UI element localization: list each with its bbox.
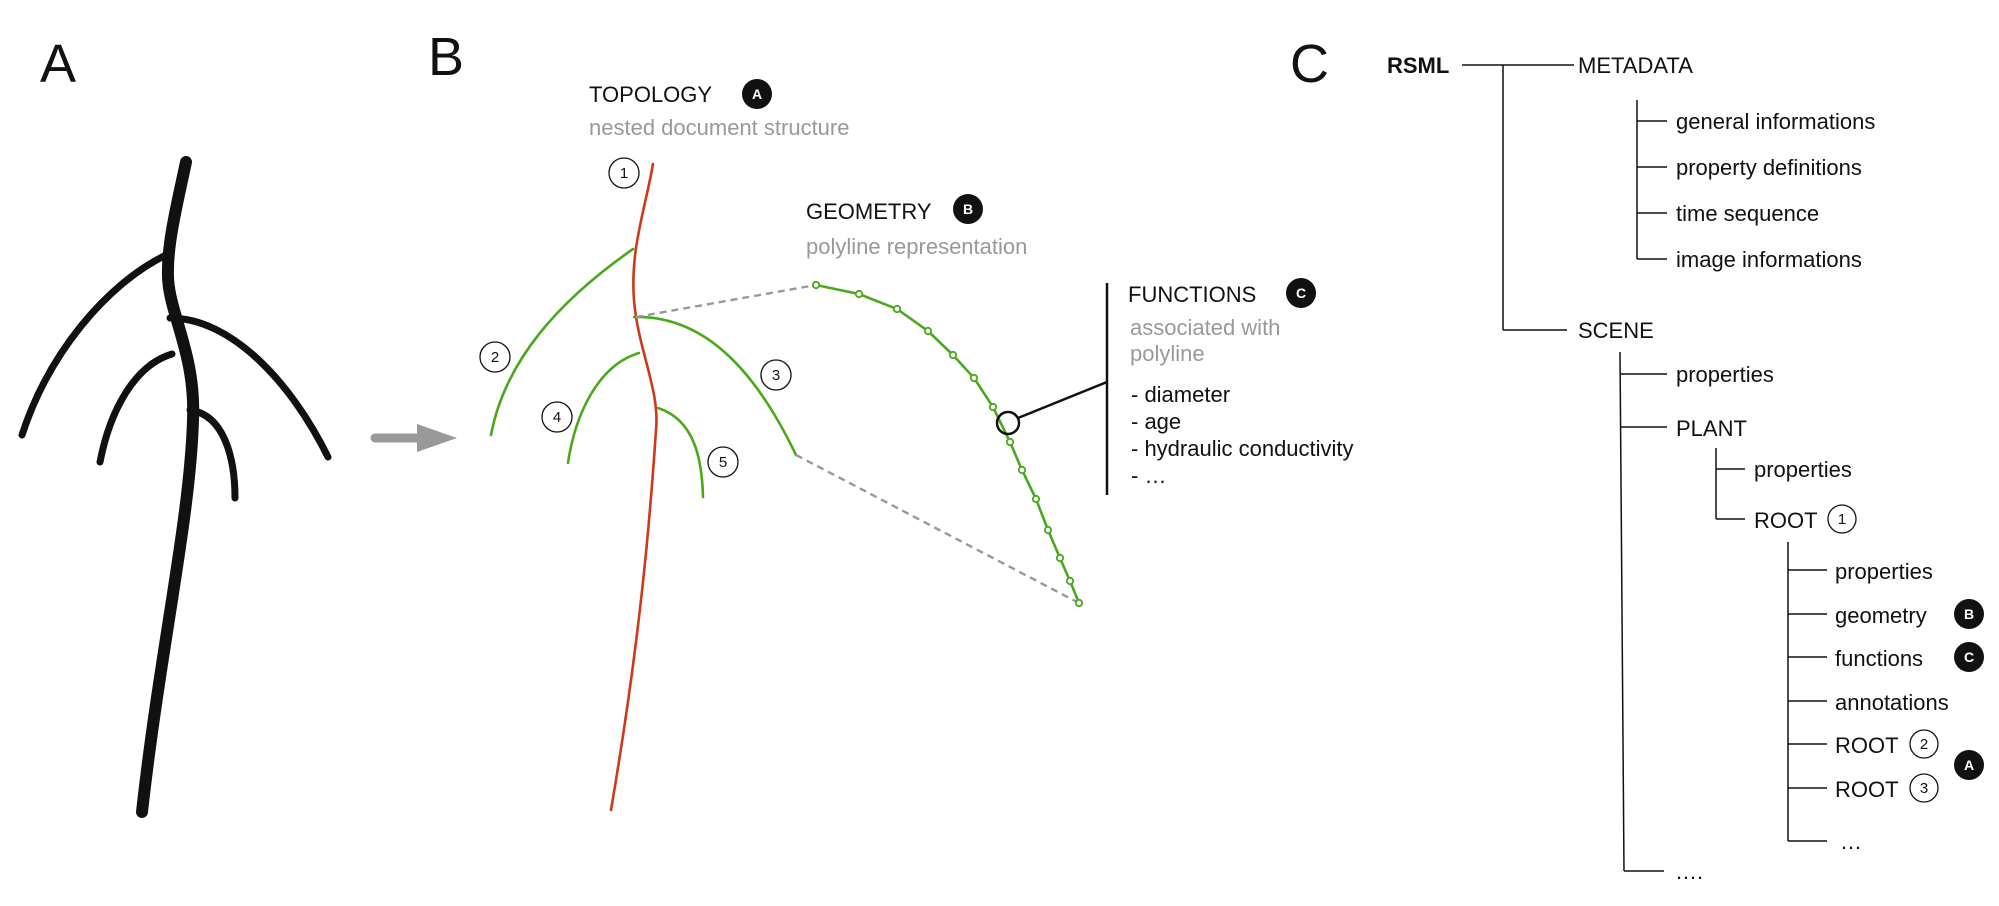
geometry-badge-tree-icon: [1954, 599, 1984, 629]
lower-left-branch: [96, 350, 176, 466]
tree-node-scene-properties: properties: [1676, 362, 1774, 387]
subroots-badge: A: [1964, 757, 1974, 773]
tree-node-root-more: …: [1840, 829, 1862, 854]
root-number-5: 5: [719, 454, 727, 471]
tree-root-1-number: 1: [1838, 511, 1846, 528]
main-root-line: [136, 156, 200, 818]
function-item: - …: [1131, 463, 1166, 488]
root-number-3: 3: [772, 367, 780, 384]
tree-node-scene: SCENE: [1578, 318, 1654, 343]
tree-node-rsml: RSML: [1387, 53, 1449, 78]
lateral-root-5: [656, 406, 705, 499]
root-number-4: 4: [553, 409, 561, 426]
right-branch: [166, 314, 332, 461]
lateral-root-2: [489, 247, 635, 437]
tree-node-metadata-item: property definitions: [1676, 155, 1862, 180]
functions-title: FUNCTIONS: [1128, 282, 1256, 307]
tree-node-root-1: ROOT: [1754, 508, 1818, 533]
geometry-subtitle: polyline representation: [806, 234, 1027, 259]
topology-badge-icon: [742, 79, 772, 109]
subroots-badge-icon: [1954, 750, 1984, 780]
tree-node-metadata-item: time sequence: [1676, 201, 1819, 226]
functions-badge-icon: [1286, 278, 1316, 308]
selected-vertex-icon: [995, 410, 1021, 436]
functions-subtitle-line-2: polyline: [1130, 341, 1205, 366]
function-connector: [1017, 380, 1108, 420]
geometry-badge-icon: [953, 194, 983, 224]
polyline-path: [815, 283, 1081, 604]
tree-node-subroot-3: ROOT: [1835, 777, 1899, 802]
functions-subtitle-line-1: associated with: [1130, 315, 1280, 340]
functions-badge: C: [1296, 285, 1306, 301]
subroot-2-number-icon: [1909, 729, 1939, 759]
polyline-geometry: [811, 280, 1109, 608]
functions-badge-tree-icon: [1954, 642, 1984, 672]
tree-node-root-child: properties: [1835, 559, 1933, 584]
projection-lines: [635, 283, 1080, 605]
upper-left-branch: [18, 251, 170, 439]
geometry-title: GEOMETRY: [806, 199, 932, 224]
tree-node-plant-properties: properties: [1754, 457, 1852, 482]
topology-badge: A: [752, 86, 762, 102]
root-number-2: 2: [491, 349, 499, 366]
tree-node-plant: PLANT: [1676, 416, 1747, 441]
polyline-vertices: [811, 280, 1084, 608]
topology-roots: [489, 162, 798, 812]
tree-node-metadata-item: general informations: [1676, 109, 1875, 134]
topology-title: TOPOLOGY: [589, 82, 712, 107]
tree-node-root-child: annotations: [1835, 690, 1949, 715]
tree-node-subroot-2: ROOT: [1835, 733, 1899, 758]
primary-root-1: [609, 162, 658, 812]
lateral-root-3: [632, 315, 798, 457]
tree-node-metadata-item: image informations: [1676, 247, 1862, 272]
subroot-3-number-icon: [1909, 773, 1939, 803]
function-item: - age: [1131, 409, 1181, 434]
root-1-number-icon: [1827, 504, 1857, 534]
lateral-root-4: [566, 351, 641, 465]
panel-label-c: C: [1290, 34, 1329, 94]
small-right-branch: [186, 406, 239, 502]
root-number-markers: 1 2 3 4 5: [479, 157, 792, 478]
geometry-badge: B: [963, 201, 973, 217]
tree-node-root-child: geometry: [1835, 603, 1927, 628]
root-number-1: 1: [620, 165, 628, 182]
tree-node-scene-more: ….: [1675, 859, 1703, 884]
function-item: - hydraulic conductivity: [1131, 436, 1354, 461]
panel-label-a: A: [40, 34, 76, 94]
function-item: - diameter: [1131, 382, 1230, 407]
tree-subroot-3-number: 3: [1920, 780, 1928, 797]
tree-node-root-child: functions: [1835, 646, 1923, 671]
topology-subtitle: nested document structure: [589, 115, 849, 140]
root-sketch: [18, 156, 332, 818]
geometry-badge-tree: B: [1964, 606, 1974, 622]
arrow-right-icon: [370, 424, 457, 452]
panel-label-b: B: [428, 27, 464, 87]
tree-connectors: [1462, 64, 1827, 872]
tree-subroot-2-number: 2: [1920, 736, 1928, 753]
tree-node-metadata: METADATA: [1578, 53, 1693, 78]
functions-badge-tree: C: [1964, 649, 1974, 665]
